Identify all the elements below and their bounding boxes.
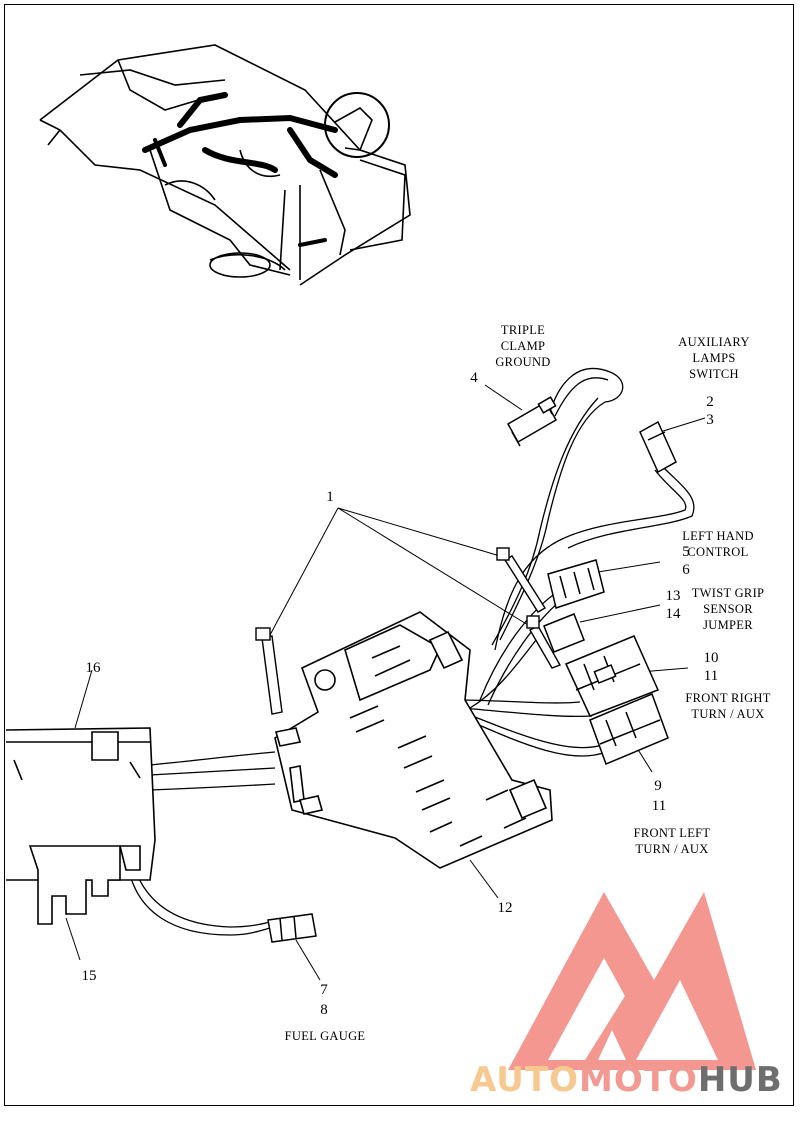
left-hand-control-connector <box>547 559 605 609</box>
callout-2: 2 <box>706 394 714 410</box>
callout-11-left: 11 <box>651 798 667 814</box>
caption-fuel-gauge: FUEL GAUGE <box>284 1029 366 1043</box>
callout-11-right: 11 <box>703 668 719 684</box>
harness-wires <box>129 367 695 936</box>
callout-10: 10 <box>703 650 719 666</box>
watermark-auto: AUTO <box>470 1060 579 1100</box>
callout-16: 16 <box>85 660 101 676</box>
triple-clamp-ground-connector <box>506 396 558 447</box>
watermark-hub: HUB <box>697 1060 783 1100</box>
caption-twist-grip-sensor-jumper: TWIST GRIP SENSOR JUMPER <box>691 586 765 632</box>
callout-12: 12 <box>497 900 513 916</box>
callout-5: 5 <box>682 544 690 560</box>
caption-front-left-turn-aux: FRONT LEFT TURN / AUX <box>633 826 711 856</box>
caption-triple-clamp-ground: TRIPLE CLAMP GROUND <box>495 323 551 369</box>
front-left-turn-connector <box>589 693 669 765</box>
harness-bracket <box>274 611 553 869</box>
watermark-text: AUTOMOTOHUB <box>470 1060 783 1100</box>
callout-7: 7 <box>320 982 328 998</box>
cable-strap-upper-head <box>496 547 510 561</box>
callout-9: 9 <box>654 778 662 794</box>
callout-15: 15 <box>81 968 97 984</box>
watermark-moto: MOTO <box>578 1060 698 1100</box>
callout-14: 14 <box>665 606 681 622</box>
cable-strap-left-head <box>255 627 271 641</box>
callout-6: 6 <box>682 562 690 578</box>
frame-overview <box>39 44 411 286</box>
page-border <box>4 4 794 1106</box>
instrument-housing <box>5 727 156 925</box>
watermark-logo <box>508 892 756 1070</box>
callout-1: 1 <box>326 489 334 505</box>
harness-overview <box>142 92 338 247</box>
callout-13: 13 <box>665 588 681 604</box>
fuel-gauge-connector <box>267 913 317 943</box>
cable-straps <box>255 547 562 715</box>
callout-3: 3 <box>706 412 714 428</box>
twist-grip-sensor-connector <box>543 613 585 653</box>
caption-left-hand-control: LEFT HAND CONTROL <box>682 529 754 559</box>
cable-strap-lower-head <box>526 615 540 629</box>
leader-lines <box>65 384 706 981</box>
front-right-turn-connector <box>564 635 660 717</box>
callout-4: 4 <box>470 370 478 386</box>
auxiliary-lamps-switch-connector <box>639 420 677 474</box>
cable-strap-upper <box>504 555 546 613</box>
callout-8: 8 <box>320 1002 328 1018</box>
caption-auxiliary-lamps-switch: AUXILIARY LAMPS SWITCH <box>678 335 750 381</box>
caption-front-right-turn-aux: FRONT RIGHT TURN / AUX <box>685 691 771 721</box>
connectors <box>267 396 677 943</box>
cable-strap-left <box>261 635 283 715</box>
